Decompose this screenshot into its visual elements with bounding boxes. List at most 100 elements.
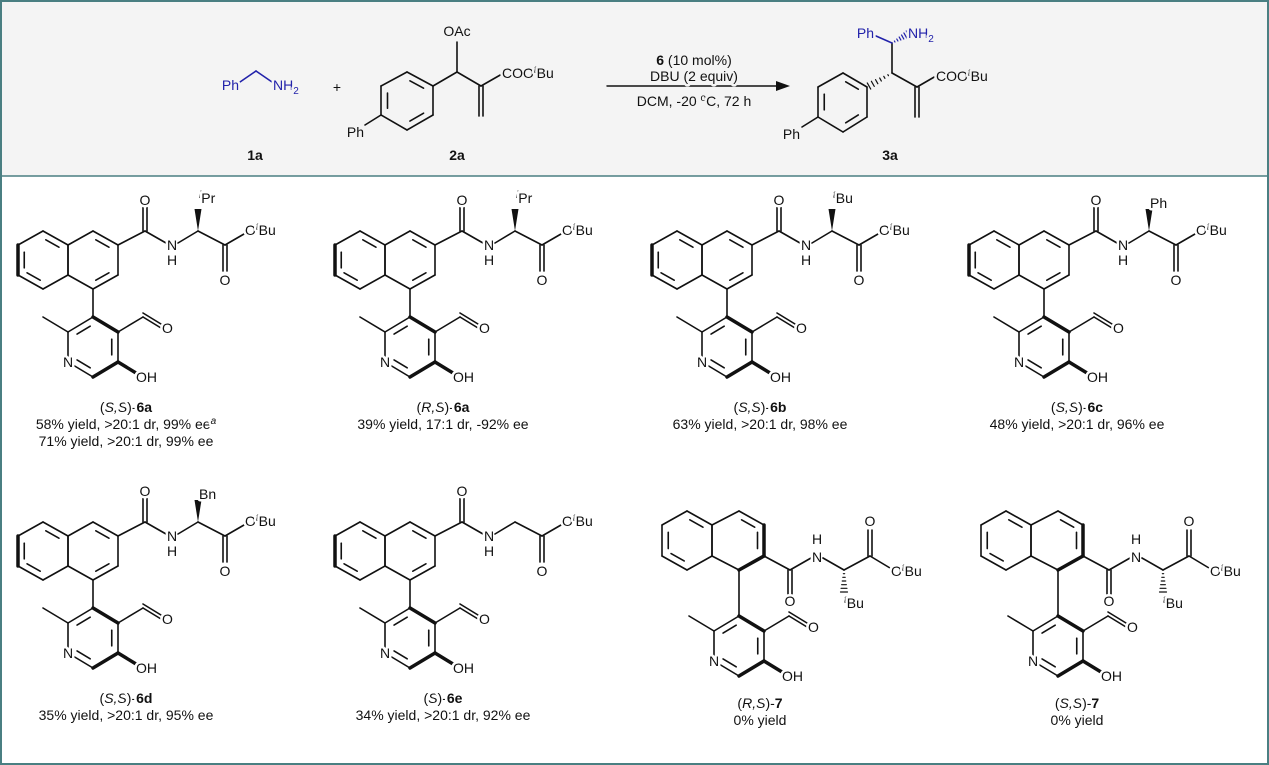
bond [711,555,740,571]
carbonyl-o-label: O [140,192,151,208]
label-part: Bu [576,222,593,238]
label-part: 58% yield, >20:1 dr, 99% ee [36,416,211,432]
amide-n-label: N [167,528,177,544]
amide-n-label: N [167,237,177,253]
bond [42,230,69,246]
label-part: C, 72 h [706,93,751,109]
bond [76,359,91,369]
bond [968,230,995,246]
bond [670,552,685,562]
bond [661,555,688,571]
nh2-label: NH2 [908,25,934,45]
label-part: OH [770,369,791,385]
bond [842,72,868,88]
bond [726,274,753,290]
label-part: t [1221,563,1225,574]
bond [713,660,740,677]
bond [1018,230,1045,246]
condition-base: DBU (2 equiv) [650,68,738,84]
bond [1030,555,1059,571]
bond [42,607,69,624]
bond [1059,519,1075,528]
label-part: 1a [247,147,263,163]
bond [67,607,94,624]
hydroxyl-label: OH [1087,369,1108,385]
label-part: O [537,272,548,288]
label-part: 6e [447,690,463,706]
label-part: t [1163,595,1167,606]
bond [393,325,408,335]
bond [408,360,437,379]
label-part: S [428,690,438,706]
bond [494,230,516,244]
bond [406,114,434,131]
amide-n-label: N [1131,549,1141,565]
bond [729,272,744,281]
bond [1057,510,1084,526]
bond [359,521,386,537]
bond [676,230,703,246]
compound-label-2a: 2a [449,147,465,163]
alpha-substituent-label: tBu [844,595,864,611]
amide-h-label: H [801,252,811,268]
bond [76,616,91,626]
bond [384,274,411,290]
bond [359,230,386,246]
bond [651,230,678,246]
ester-carbonyl-o-label: O [854,272,865,288]
amide-n-label: N [1118,237,1128,253]
bond [676,274,703,290]
bond [142,316,162,329]
bond [334,521,361,537]
label-part: a [211,416,217,427]
bond [993,274,1020,290]
label-part: OH [782,668,803,684]
bond [750,360,772,375]
bond [701,361,728,378]
bond [412,563,427,572]
bond [95,563,110,572]
bond [456,71,482,87]
bond [412,530,427,539]
bond [480,73,503,87]
catalyst-result: 0% yield [1051,712,1104,728]
label-part: Pr [201,190,215,206]
bond [76,650,91,660]
bond [26,563,41,572]
label-part: OH [1101,668,1122,684]
amide-h-label: H [484,252,494,268]
catalyst-result: 34% yield, >20:1 dr, 92% ee [356,707,531,723]
bond [874,79,879,85]
ester-tbu-label: OtBu [1196,222,1227,238]
bond [117,521,146,537]
bond [1018,361,1045,378]
alpha-substituent-label: Bn [199,486,216,502]
label-part: t [902,563,906,574]
label-part: OH [1087,369,1108,385]
bond [688,615,715,632]
label-part: Bu [576,513,593,529]
ester-tbu-label: OtBu [562,222,593,238]
bond [91,360,120,379]
catalyst-result: 71% yield, >20:1 dr, 99% ee [39,433,214,449]
aldehyde-o-label: O [162,611,173,627]
bond [903,32,908,39]
bond [541,233,562,246]
label-part: t [256,513,260,524]
bond [42,521,69,537]
bond [1056,554,1085,572]
bond [384,565,411,581]
bond [67,316,94,333]
label-part: Pr [518,190,532,206]
ester-tbu-label: OtBu [245,222,276,238]
label-part: O [220,563,231,579]
bond [393,650,408,660]
label-part: S,S [104,690,127,706]
label-part: O [1113,320,1124,336]
label-part: ( [734,399,739,415]
bond [1043,230,1070,246]
ester-tbu-label: OtBu [879,222,910,238]
amide-n-label: N [484,237,494,253]
bond [142,603,162,616]
